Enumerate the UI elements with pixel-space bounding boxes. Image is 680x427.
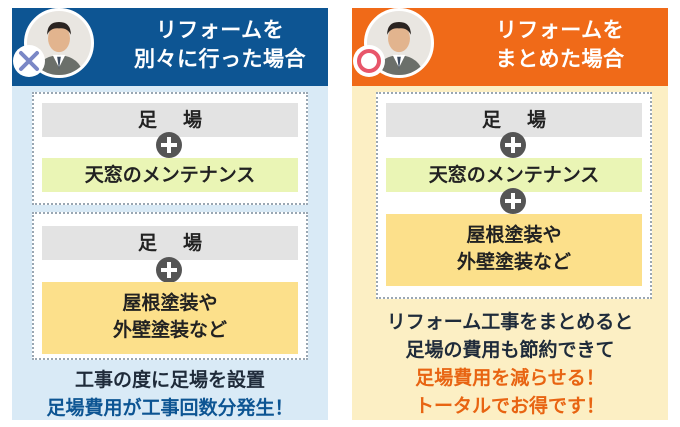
skylight-maintenance-bar: 天窓のメンテナンス <box>42 158 298 192</box>
combined-job-box: 足場 天窓のメンテナンス 屋根塗装や 外壁塗装など <box>376 92 652 299</box>
combined-reform-panel: リフォームを まとめた場合 足場 天窓のメンテナンス 屋根塗装や 外壁塗装など … <box>352 8 668 420</box>
roof-wall-painting-bar: 屋根塗装や 外壁塗装など <box>386 214 642 286</box>
scaffolding-bar: 足場 <box>42 103 298 137</box>
man-portrait-icon <box>27 11 91 75</box>
separate-job-2-box: 足場 屋根塗装や 外壁塗装など <box>32 212 308 360</box>
separate-reform-caption: 工事の度に足場を設置 足場費用が工事回数分発生！ <box>46 369 294 419</box>
combined-reform-title: リフォームを まとめた場合 <box>495 18 625 71</box>
combined-reform-caption: リフォーム工事をまとめると 足場の費用も節約できて 足場費用を減らせる！ トータ… <box>386 311 634 417</box>
plus-icon <box>500 132 526 158</box>
skylight-maintenance-bar: 天窓のメンテナンス <box>386 158 642 192</box>
separate-reform-panel: リフォームを 別々に行った場合 足場 天窓のメンテナンス 足場 屋根塗装や 外壁… <box>12 8 328 420</box>
scaffolding-bar: 足場 <box>42 226 298 260</box>
plus-icon <box>500 188 526 214</box>
roof-wall-painting-bar: 屋根塗装や 外壁塗装など <box>42 282 298 354</box>
scaffolding-bar: 足場 <box>386 103 642 137</box>
separate-job-1-box: 足場 天窓のメンテナンス <box>32 92 308 205</box>
plus-icon <box>156 132 182 158</box>
cross-icon <box>13 45 45 77</box>
separate-reform-title: リフォームを 別々に行った場合 <box>134 18 306 71</box>
plus-icon <box>156 257 182 283</box>
circle-icon <box>353 45 385 77</box>
